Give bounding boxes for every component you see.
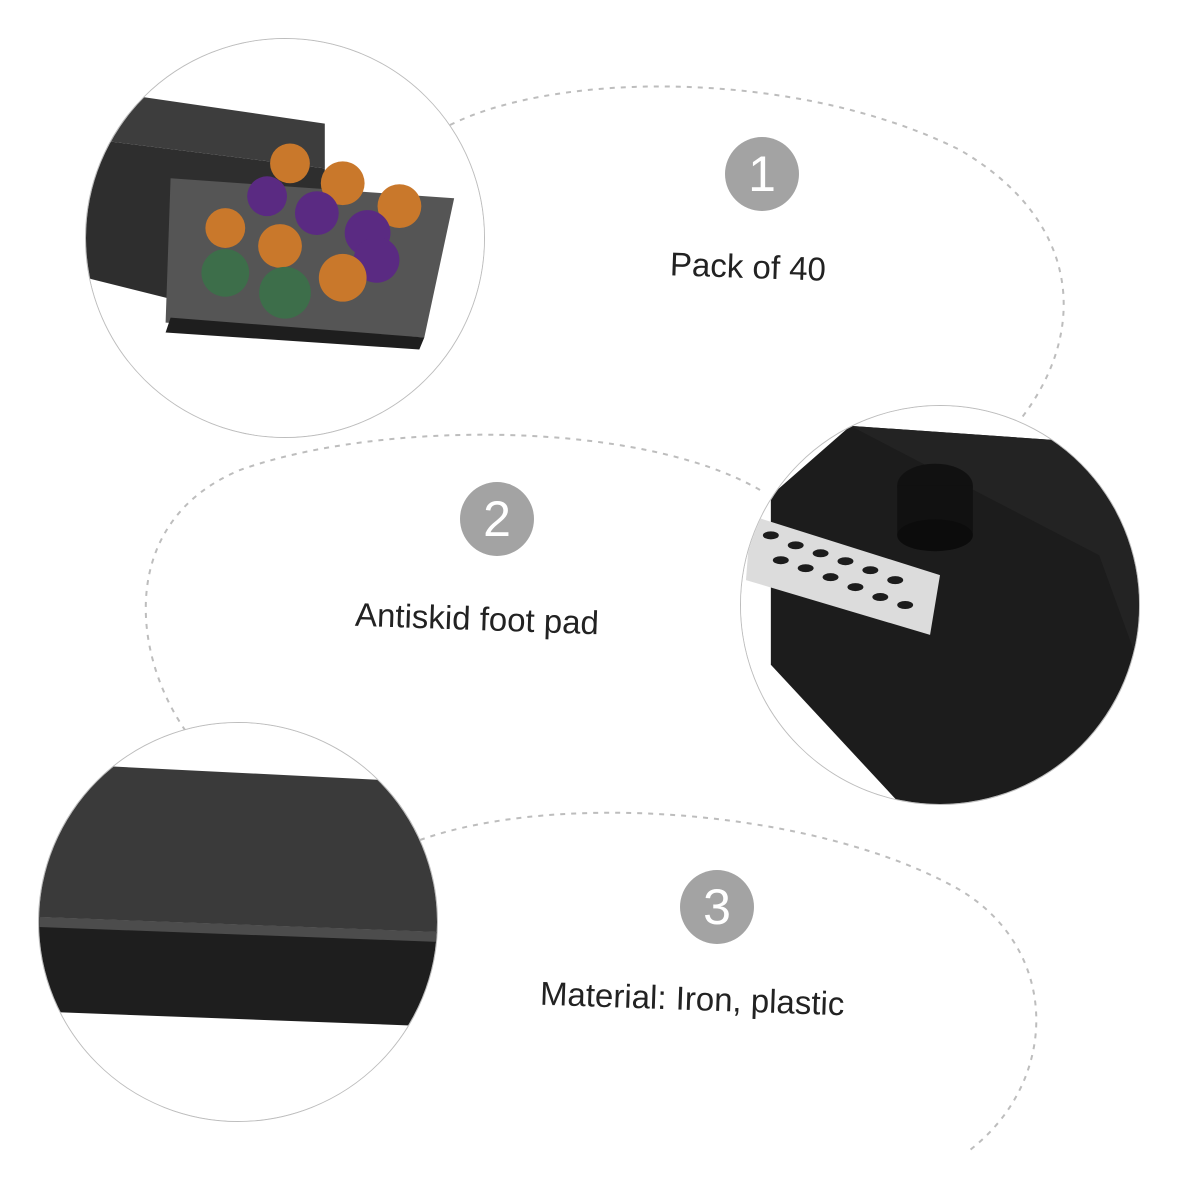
material-photo: [38, 722, 438, 1122]
foot-pad-photo: [740, 405, 1140, 805]
capsules-group: [201, 143, 422, 319]
feature-number-badge-1: 1: [725, 137, 799, 211]
dashed-oval-2: [144, 433, 761, 731]
drawer-photo: [85, 38, 485, 438]
dashed-oval-3: [419, 811, 1038, 1151]
feature-caption-1: Pack of 40: [669, 245, 827, 288]
feature-number-badge-2: 2: [460, 482, 534, 556]
feature-number-badge-3: 3: [680, 870, 754, 944]
